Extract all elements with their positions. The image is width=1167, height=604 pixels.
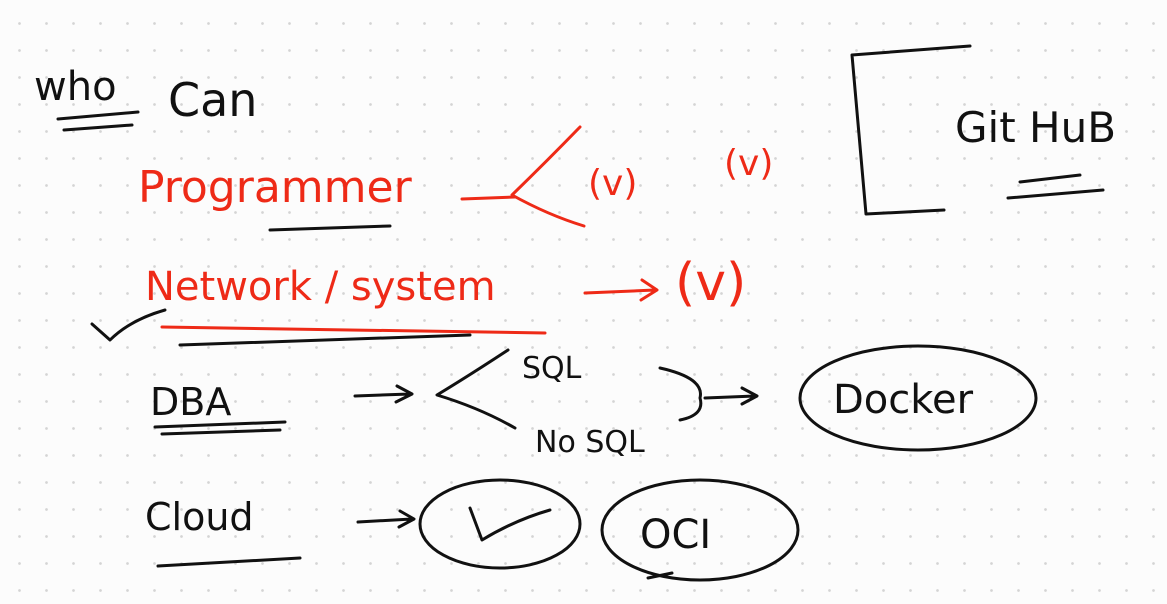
- cloud-underline: [156, 556, 302, 568]
- network-checkmark: [90, 308, 167, 342]
- github-underline-2: [1006, 188, 1105, 200]
- docker-label: Docker: [833, 377, 974, 423]
- db-bracket: [658, 366, 703, 422]
- role-dba: DBA: [150, 380, 231, 424]
- network-mark: (v): [675, 253, 746, 313]
- role-cloud: Cloud: [145, 495, 254, 539]
- db-nosql: No SQL: [535, 425, 645, 460]
- dba-underline-1: [153, 420, 287, 429]
- github-label: Git HuB: [955, 103, 1116, 152]
- oci-tail: [646, 571, 674, 580]
- docker-circle: [798, 344, 1038, 452]
- programmer-underline: [268, 224, 392, 232]
- oci-label: OCI: [640, 512, 711, 558]
- dba-arrow: [353, 384, 414, 404]
- github-bracket: [850, 44, 972, 216]
- cloud-checkmark-icon: [468, 506, 552, 542]
- dba-underline-2: [160, 428, 282, 436]
- oci-circle: [600, 478, 800, 582]
- db-sql: SQL: [522, 351, 582, 386]
- network-underline-black: [178, 333, 472, 347]
- programmer-branch-mark: [510, 125, 586, 228]
- who-underline-2: [62, 123, 134, 132]
- programmer-mark-1: (v): [588, 163, 637, 204]
- cloud-arrow: [356, 509, 416, 529]
- cloud-check-circle: [418, 478, 582, 570]
- db-arrow: [703, 386, 759, 406]
- dba-branch-mark: [435, 348, 517, 430]
- role-network-system: Network / system: [145, 264, 496, 310]
- network-underline-red: [160, 325, 547, 335]
- programmer-mark-2: (v): [724, 143, 773, 184]
- heading-who: who: [34, 64, 117, 110]
- programmer-arrow-stem: [460, 195, 517, 201]
- network-arrow: [583, 278, 659, 302]
- github-underline-1: [1018, 173, 1082, 184]
- heading-can: Can: [168, 73, 257, 127]
- role-programmer: Programmer: [138, 162, 413, 213]
- who-underline-1: [56, 110, 140, 121]
